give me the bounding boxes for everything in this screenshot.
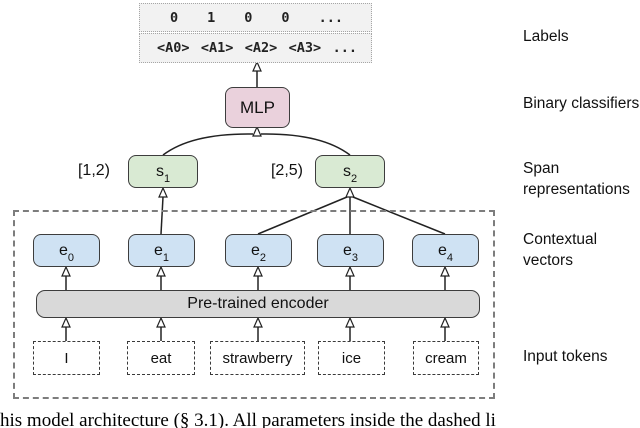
token-box-2: strawberry: [210, 341, 305, 375]
trainable-region-outline: [13, 210, 495, 399]
arrow-to-e1: [156, 265, 166, 277]
output-value: 0: [244, 9, 253, 26]
arrow-to-encoder-1: [156, 316, 166, 328]
token-box-1: eat: [127, 341, 195, 375]
interval-label-s1: [1,2): [77, 162, 110, 179]
vector-symbol: e2: [250, 241, 267, 264]
vector-symbol: e4: [437, 241, 454, 264]
span-box-s2: s2: [315, 155, 385, 188]
side-label-span-representations: Span representations: [523, 160, 630, 198]
output-token: <A3>: [288, 40, 322, 56]
interval-label-s2: [2,5): [270, 162, 303, 179]
output-value: 0: [170, 9, 179, 26]
encoder-label: Pre-trained encoder: [187, 295, 329, 312]
token-box-0: I: [33, 341, 100, 375]
output-token: <A0>: [157, 40, 190, 56]
vector-box-e1: e1: [128, 234, 195, 267]
vector-box-e3: e3: [317, 234, 384, 267]
mlp-label: MLP: [240, 97, 275, 117]
arrow-to-encoder-3: [345, 316, 355, 328]
arrow-to-e2: [253, 265, 263, 277]
output-token: <A1>: [200, 40, 234, 56]
output-value-ellipsis: ...: [318, 9, 343, 26]
output-token: <A2>: [244, 40, 278, 56]
arrow-to-e0: [61, 265, 71, 277]
arrow-to-encoder-2: [253, 316, 263, 328]
arrow-to-labels: [252, 60, 262, 72]
vector-box-e0: e0: [33, 234, 100, 267]
side-label-labels: Labels: [523, 28, 569, 45]
arrow-to-s2: [345, 186, 355, 198]
vector-symbol: e3: [342, 241, 359, 264]
output-value: 1: [207, 9, 216, 26]
arrow-to-encoder-0: [61, 316, 71, 328]
arrow-to-s1: [158, 186, 168, 198]
span-symbol: s2: [342, 162, 358, 185]
output-values-box: 0 1 0 0 ...: [139, 3, 372, 32]
side-label-binary-classifiers: Binary classifiers: [523, 95, 640, 112]
encoder-bar: Pre-trained encoder: [36, 290, 480, 318]
vector-symbol: e1: [153, 241, 170, 264]
mlp-box: MLP: [225, 87, 290, 128]
token-box-3: ice: [318, 341, 385, 375]
vector-box-e2: e2: [225, 234, 292, 267]
output-tokens-box: <A0> <A1> <A2> <A3> ...: [139, 33, 372, 63]
caption-fragment: his model architecture (§ 3.1). All para…: [0, 410, 496, 428]
span-box-s1: s1: [128, 155, 198, 188]
output-value: 0: [281, 9, 290, 26]
span-symbol: s1: [155, 162, 171, 185]
arrow-to-encoder-4: [440, 316, 450, 328]
token-box-4: cream: [413, 341, 479, 375]
vector-symbol: e0: [58, 241, 75, 264]
side-label-input-tokens: Input tokens: [523, 348, 608, 365]
side-label-contextual-vectors: Contextual vectors: [523, 231, 598, 269]
arrow-to-e4: [440, 265, 450, 277]
vector-box-e4: e4: [412, 234, 479, 267]
arrow-to-mlp: [252, 125, 262, 137]
arrow-to-e3: [345, 265, 355, 277]
output-token-ellipsis: ...: [332, 40, 357, 56]
